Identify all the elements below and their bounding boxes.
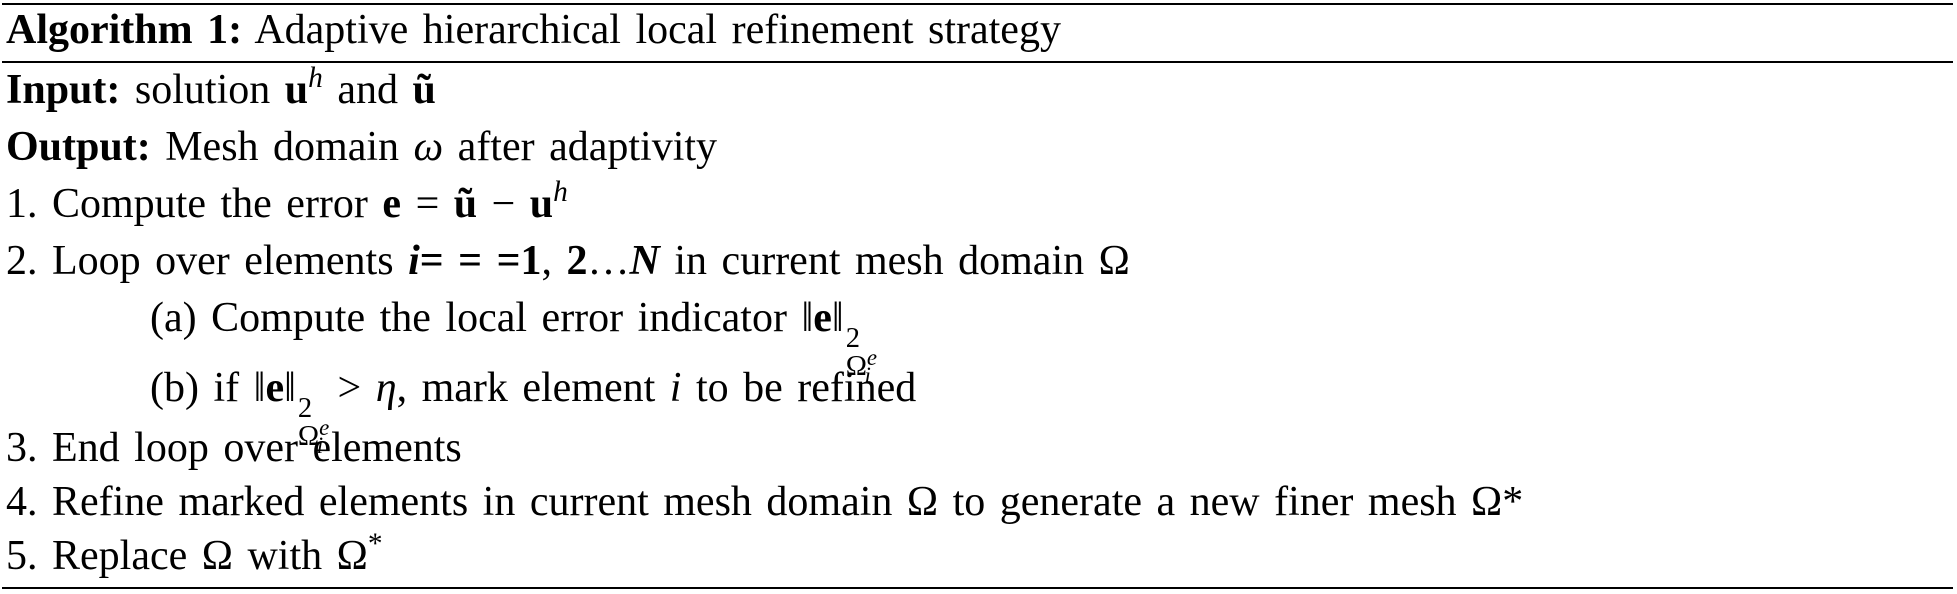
step-1: 1. Compute the error e = ũ − uh [6,176,568,232]
step-5-text: Replace Ω with Ω [52,533,368,579]
step-1-text: Compute the error [52,181,368,227]
step-2-N: N [629,238,660,284]
step-3: 3. End loop over elements [6,424,462,472]
step-4-number: 4. [6,479,38,525]
output-line: Output: Mesh domain ω after adaptivity [6,123,717,171]
step-5: 5. Replace Ω with Ω* [6,528,383,584]
step-1-u: u [529,181,554,227]
norm-open: ‖ [801,295,814,341]
norm-sub-i: i [864,363,871,389]
step-2a: (a) Compute the local error indicator ‖e… [150,294,877,388]
output-text: Mesh domain [165,124,400,170]
step-2-number: 2. [6,238,38,284]
top-rule [2,3,1953,5]
step-1-minus: − [477,181,530,227]
norm-sub-e: e [866,344,878,370]
norm-close: ‖ [831,295,844,341]
input-line: Input: solution uh and ũ [6,62,436,118]
step-5-sup: * [367,527,383,560]
output-omega: ω [413,124,444,170]
step-2: 2. Loop over elements i= = =1, 2…N in cu… [6,237,1130,285]
step-2b-i: i [669,365,682,411]
bottom-rule [2,587,1953,589]
algorithm-title-line: Algorithm 1: Adaptive hierarchical local… [6,6,1061,54]
step-2b-text-after: to be refined [695,365,917,411]
norm-sup: 2 [845,322,860,354]
norm-sub-i: i [316,433,324,459]
output-label: Output: [6,124,151,170]
step-3-text: End loop over elements [52,425,462,471]
norm-close: ‖ [284,365,296,411]
input-and: and [337,67,398,113]
step-2-i: i [408,238,420,284]
step-2-text-after: in current mesh domain Ω [674,238,1130,284]
step-2-dots: … [587,238,630,284]
input-label: Input: [6,67,121,113]
step-2-text: Loop over elements [52,238,394,284]
step-4-text: Refine marked elements in current mesh d… [52,479,1524,525]
norm-open: ‖ [253,365,266,411]
step-2-two: 2 [566,238,588,284]
step-2-one: 1 [520,238,542,284]
norm-sub-omega: Ω [845,351,867,383]
norm-sup: 2 [297,392,313,424]
step-1-u-sup: h [553,175,568,208]
step-1-e: e [382,181,402,227]
algorithm-label: Algorithm 1: [6,7,243,53]
step-2b-label: (b) [150,365,199,411]
step-2b-if: if [213,365,240,411]
norm-sub-e: e [319,414,330,440]
step-1-number: 1. [6,181,38,227]
step-4: 4. Refine marked elements in current mes… [6,478,1523,526]
step-2a-norm: ‖e‖ [801,294,843,342]
norm-sub: Ωei [845,345,877,388]
step-2a-text: Compute the local error indicator [211,295,787,341]
step-3-number: 3. [6,425,38,471]
algorithm-title: Adaptive hierarchical local refinement s… [254,7,1061,53]
norm-e: e [813,295,832,341]
input-u: u [284,67,309,113]
output-text-after: after adaptivity [457,124,718,170]
step-2-eq: = = = [419,238,521,284]
step-1-u-tilde: ũ [453,181,478,227]
step-2b-text-mid: , mark element [396,365,656,411]
step-2a-label: (a) [150,295,197,341]
input-text: solution [134,67,271,113]
step-2-comma: , [541,238,553,284]
step-2b-gt: > [323,365,376,411]
step-2b-eta: η [375,365,397,411]
input-u-sup: h [308,61,323,94]
norm-sub: Ωei [297,415,329,458]
step-2b-norm: ‖e‖ [254,364,296,412]
norm-e: e [265,365,285,411]
norm-sub-omega: Ω [297,421,320,453]
input-u-tilde: ũ [412,67,436,113]
header-rule [2,61,1953,63]
step-1-eq: = [401,181,454,227]
step-5-number: 5. [6,533,38,579]
